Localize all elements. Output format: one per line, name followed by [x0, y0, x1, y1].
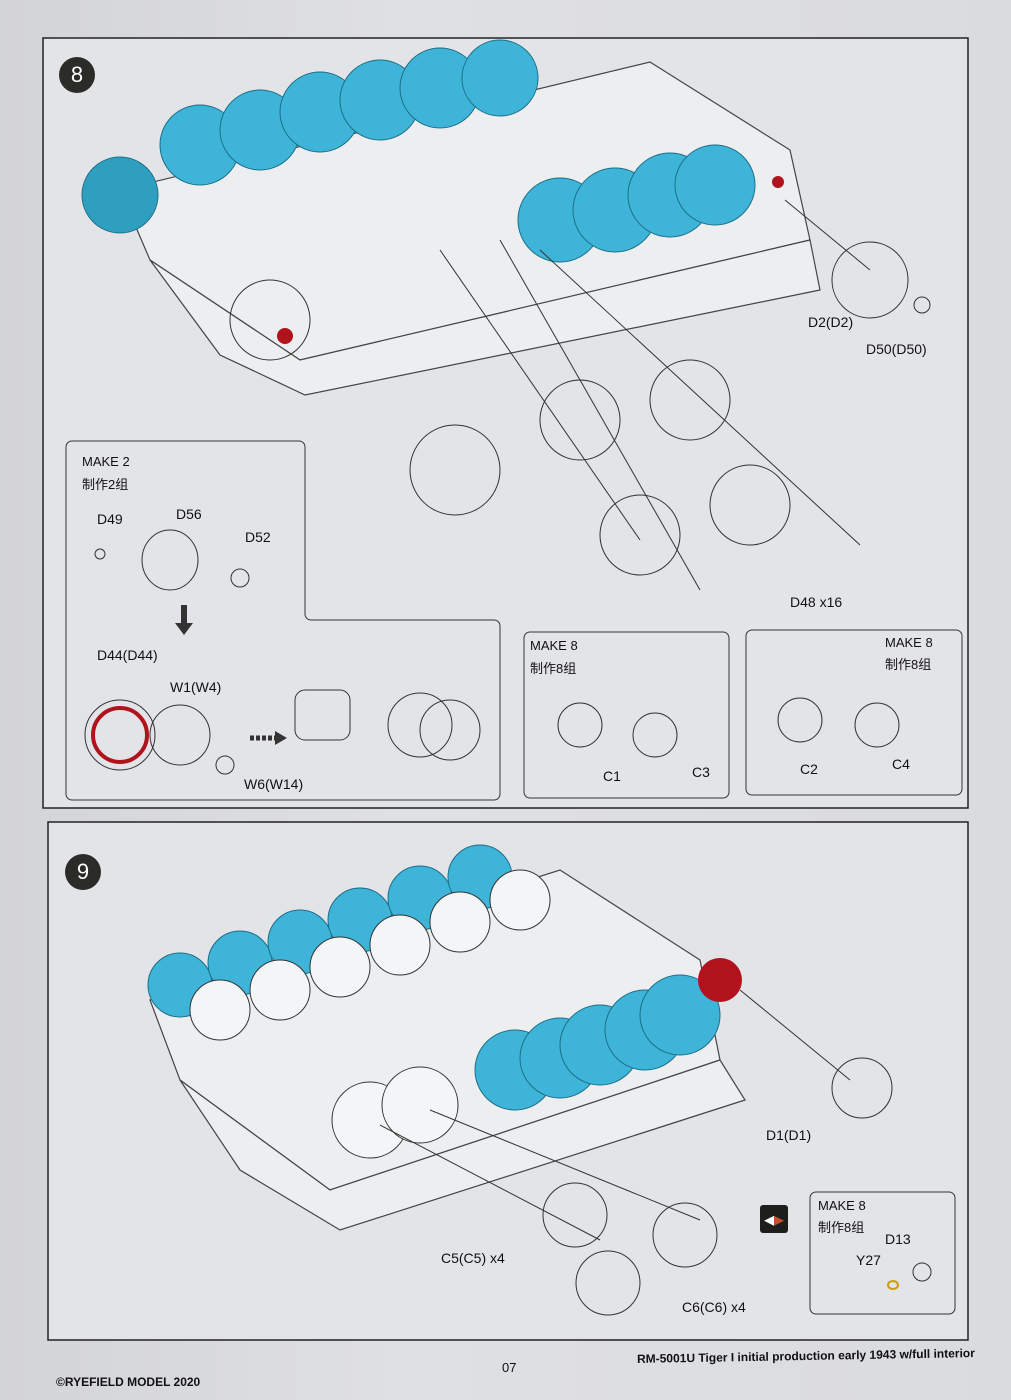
label-d1: D1(D1) [766, 1127, 812, 1143]
label-w1: W1(W4) [170, 679, 222, 695]
copyright: ©RYEFIELD MODEL 2020 [56, 1375, 201, 1389]
c1-c3-box [523, 631, 730, 799]
make2-parts [84, 529, 900, 775]
label-d44: D44(D44) [97, 647, 158, 663]
c2c4-title-cn: 制作8组 [885, 657, 932, 672]
label-d2: D2(D2) [808, 314, 854, 330]
label-c5: C5(C5) x4 [441, 1250, 505, 1266]
step8-hull [119, 61, 821, 396]
step9-white-wheels [189, 869, 551, 1159]
step9-hull [149, 869, 746, 1231]
c1c3-title: MAKE 8 [530, 638, 578, 653]
page-number: 07 [502, 1360, 517, 1375]
make2-title-cn: 制作2组 [82, 477, 129, 492]
label-d52: D52 [245, 529, 271, 545]
c2c4-title: MAKE 8 [885, 635, 933, 650]
label-d56: D56 [176, 506, 202, 522]
label-c4: C4 [892, 756, 910, 772]
label-d13: D13 [885, 1231, 911, 1247]
label-c1: C1 [603, 768, 621, 784]
make2-title: MAKE 2 [82, 454, 130, 469]
step-9-badge: 9 [65, 854, 101, 890]
label-d49: D49 [97, 511, 123, 527]
label-y27: Y27 [856, 1252, 881, 1268]
c1c3-title-cn: 制作8组 [530, 661, 577, 676]
step9-blue-wheels [147, 844, 721, 1111]
step-8-badge: 8 [59, 57, 95, 93]
label-c6: C6(C6) x4 [682, 1299, 746, 1315]
label-w6: W6(W14) [244, 776, 304, 792]
y27-box [809, 1191, 956, 1315]
label-d48: D48 x16 [790, 594, 843, 610]
label-c2: C2 [800, 761, 818, 777]
left-right-arrow-icon: ◂▸ [760, 1205, 788, 1233]
step9-loose-wheels [379, 989, 932, 1316]
c2-c4-box [745, 629, 963, 796]
step8-loose-wheels [229, 199, 931, 591]
y27-title-cn: 制作8组 [818, 1220, 865, 1235]
make2-box [65, 440, 501, 801]
label-c3: C3 [692, 764, 710, 780]
y27-title: MAKE 8 [818, 1198, 866, 1213]
step8-blue-wheels [81, 39, 756, 263]
label-d50: D50(D50) [866, 341, 927, 357]
